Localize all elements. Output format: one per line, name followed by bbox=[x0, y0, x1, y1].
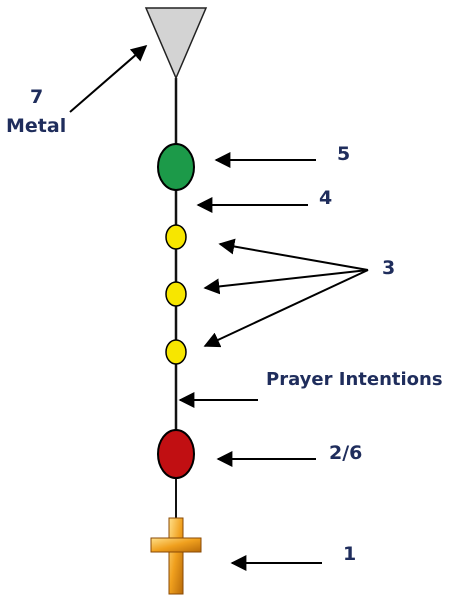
arrow-3-b bbox=[203, 269, 369, 295]
yellow-bead-3 bbox=[165, 339, 187, 365]
label-5: 5 bbox=[337, 143, 351, 165]
arrow-3-a bbox=[218, 238, 369, 271]
yellow-bead-1 bbox=[165, 224, 187, 250]
green-bead bbox=[157, 143, 195, 191]
yellow-bead-2 bbox=[165, 281, 187, 307]
label-2-6: 2/6 bbox=[329, 442, 363, 464]
red-bead bbox=[157, 429, 195, 479]
label-1: 1 bbox=[343, 543, 357, 565]
arrow-metal bbox=[69, 44, 148, 113]
label-7: 7 bbox=[30, 86, 44, 108]
cross-icon bbox=[150, 517, 202, 595]
label-prayer-intentions: Prayer Intentions bbox=[266, 369, 443, 390]
label-3: 3 bbox=[382, 257, 396, 279]
triangle-medal-icon bbox=[144, 7, 208, 80]
label-4: 4 bbox=[319, 187, 333, 209]
label-metal: Metal bbox=[6, 115, 67, 137]
arrow-3-c bbox=[203, 269, 369, 348]
